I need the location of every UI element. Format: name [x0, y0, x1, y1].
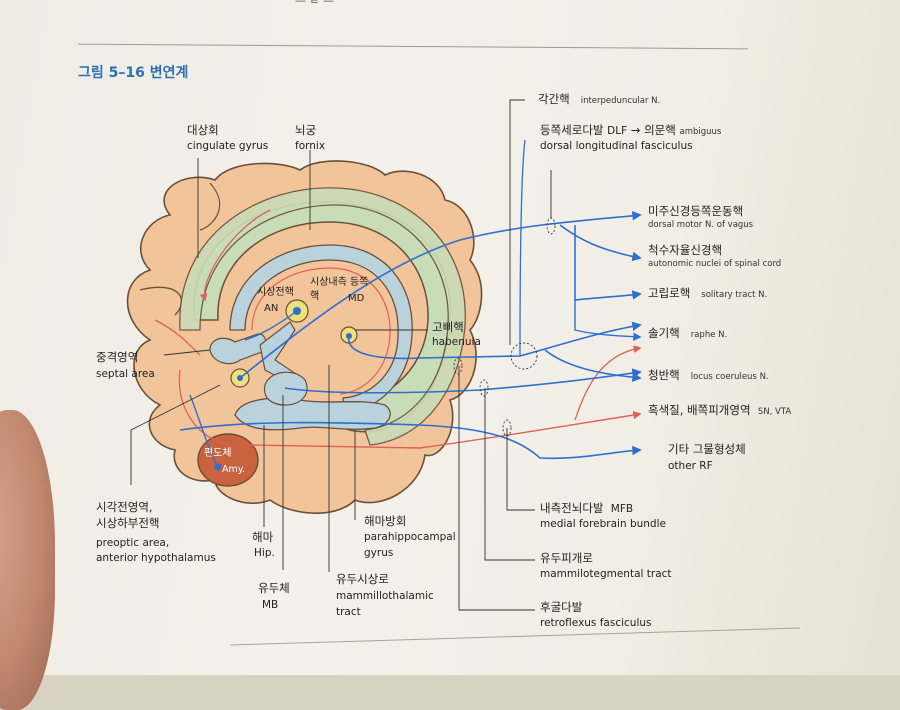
mtt-label-ko: 유두피개로: [540, 551, 593, 565]
preoptic-label-en-1: preoptic area,: [96, 537, 170, 549]
leader-lines: [130, 99, 552, 611]
blue-pathway: [239, 210, 642, 379]
mmt-label-en-1: mammillothalamic: [336, 590, 434, 602]
blue-pathway: [519, 139, 526, 357]
bundle-marker: [479, 379, 489, 397]
habenula-label-ko: 고삐핵: [432, 320, 464, 334]
dmv-label-ko: 미주신경등쪽운동핵: [648, 204, 744, 218]
septal-label-en: septal area: [96, 368, 155, 380]
amygdala: [197, 433, 259, 487]
figure-title: 그림 5–16 변연계: [78, 65, 189, 81]
mb-label-ko: 유두체: [258, 581, 290, 595]
dlf-label-ko: 등쪽세로다발 DLF → 의문핵 ambiguus: [540, 123, 722, 137]
coeruleus-label: 청반핵 locus coeruleus N.: [648, 368, 769, 382]
blue-pathway: [574, 225, 642, 301]
mmt-label-ko: 유두시상로: [336, 572, 389, 586]
cortex-sulcus: [199, 182, 221, 231]
mfb-label-ko: 내측전뇌다발 MFB: [540, 501, 634, 515]
parahip-label-en-1: parahippocampal: [364, 531, 456, 543]
md-label-ko: 시상내측 등쪽핵: [310, 277, 369, 302]
hippocampus-lobe: [234, 397, 391, 431]
blue-pathway: [244, 310, 298, 341]
bundle-marker: [546, 217, 556, 235]
an-label-ko: 시상전핵: [257, 287, 294, 298]
cingulate-label-ko: 대상회: [187, 123, 219, 137]
an-label-en: AN: [264, 303, 279, 314]
rf-label-ko: 기타 그물형성체: [668, 442, 746, 456]
amygdala-label-en: Amy.: [222, 464, 246, 475]
rf-label-en: other RF: [668, 460, 713, 472]
blue-pathway: [189, 394, 219, 468]
hip-label-ko: 해마: [252, 530, 274, 544]
retro-label-ko: 후굴다발: [540, 600, 583, 614]
interpeduncular-label: 각간핵 interpeduncular N.: [538, 92, 661, 106]
red-pathway: [199, 209, 271, 302]
parahip-label-en-2: gyrus: [364, 547, 394, 559]
bundle-marker: [453, 357, 463, 375]
preoptic-label-en-2: anterior hypothalamus: [96, 552, 216, 564]
dmv-label-en: dorsal motor N. of vagus: [648, 220, 754, 230]
cingulate-label-en: cingulate gyrus: [187, 140, 269, 152]
autonomic-label-en: autonomic nuclei of spinal cord: [648, 259, 782, 269]
blue-pathway: [179, 421, 642, 460]
blue-pathway: [559, 224, 642, 262]
mammillothalamic-structure: [259, 321, 306, 389]
retro-label-en: retroflexus fasciculus: [540, 617, 652, 629]
blue-pathway: [519, 321, 642, 357]
septal-label-ko: 중격영역: [96, 350, 139, 364]
mfb-label-en: medial forebrain bundle: [540, 518, 666, 530]
mmt-label-en-2: tract: [336, 606, 361, 618]
parahip-label-ko: 해마방회: [364, 514, 407, 528]
cortex-sulcus: [139, 286, 183, 316]
blue-pathway: [348, 335, 521, 360]
mtt-label-en: mammilotegmental tract: [540, 568, 672, 580]
md-label-en: MD: [348, 293, 365, 304]
bottom-rule: [229, 627, 801, 646]
septal-structure: [209, 333, 267, 365]
red-pathway: [178, 369, 231, 446]
amygdala-label-ko: 편도체: [204, 448, 232, 459]
autonomic-label-ko: 척수자율신경핵: [648, 243, 723, 257]
habenula-label-en: habenula: [432, 336, 481, 348]
blue-pathway: [544, 349, 642, 383]
solitary-label: 고립로핵 solitary tract N.: [648, 286, 768, 300]
red-pathway: [574, 345, 642, 421]
mb-label-en: MB: [262, 599, 279, 611]
blue-pathway: [574, 300, 642, 341]
hip-label-en: Hip.: [254, 547, 275, 559]
fornix-label-en: fornix: [295, 140, 326, 152]
preoptic-label-ko-1: 시각전영역,: [96, 500, 153, 514]
limbic-system-diagram: [126, 99, 801, 646]
red-pathway: [249, 410, 642, 449]
sn-vta-label: 흑색질, 배쪽피개영역 SN, VTA: [648, 403, 792, 417]
preoptic-label-ko-2: 시상하부전핵: [96, 516, 160, 530]
limbic-lobe: [179, 187, 466, 446]
interpeduncular-marker: [510, 342, 538, 370]
fornix-label-ko: 뇌궁: [295, 123, 317, 137]
dlf-label-en: dorsal longitudinal fasciculus: [540, 140, 693, 152]
raphe-label: 솔기핵 raphe N.: [648, 326, 728, 340]
top-cut-text: — ㄹ —: [295, 0, 335, 7]
